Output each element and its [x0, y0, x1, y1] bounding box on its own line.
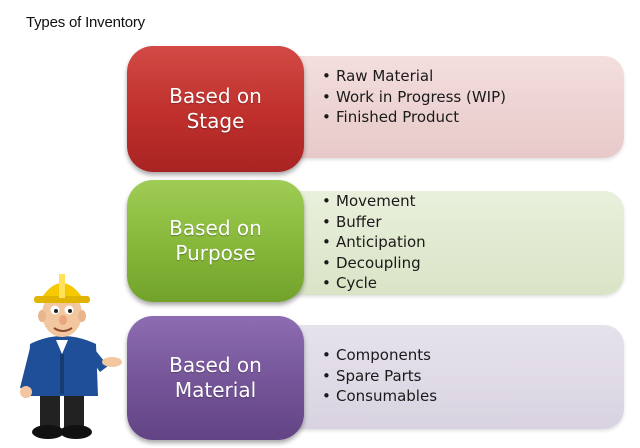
purpose-items-list: Movement Buffer Anticipation Decoupling …	[336, 191, 426, 294]
category-label-line2: Material	[174, 378, 257, 402]
list-item: Anticipation	[336, 232, 426, 253]
list-item: Buffer	[336, 212, 426, 233]
material-items-list: Components Spare Parts Consumables	[336, 345, 437, 407]
category-purpose-box: Based on Purpose	[127, 180, 304, 302]
category-label-line1: Based on	[169, 353, 262, 377]
list-item: Finished Product	[336, 107, 506, 128]
list-item: Consumables	[336, 386, 437, 407]
list-item: Work in Progress (WIP)	[336, 87, 506, 108]
page-title: Types of Inventory	[26, 14, 145, 31]
category-label-line1: Based on	[169, 216, 262, 240]
stage-items-panel: Raw Material Work in Progress (WIP) Fini…	[278, 56, 624, 158]
purpose-items-panel: Movement Buffer Anticipation Decoupling …	[278, 191, 624, 295]
material-items-panel: Components Spare Parts Consumables	[278, 325, 624, 429]
list-item: Cycle	[336, 273, 426, 294]
category-label-line2: Stage	[186, 109, 245, 133]
stage-items-list: Raw Material Work in Progress (WIP) Fini…	[336, 66, 506, 128]
category-stage-box: Based on Stage	[127, 46, 304, 172]
list-item: Spare Parts	[336, 366, 437, 387]
list-item: Decoupling	[336, 253, 426, 274]
list-item: Raw Material	[336, 66, 506, 87]
construction-worker-icon	[20, 274, 122, 439]
category-label-line1: Based on	[169, 84, 262, 108]
list-item: Components	[336, 345, 437, 366]
category-label-line2: Purpose	[175, 241, 256, 265]
list-item: Movement	[336, 191, 426, 212]
category-material-box: Based on Material	[127, 316, 304, 440]
